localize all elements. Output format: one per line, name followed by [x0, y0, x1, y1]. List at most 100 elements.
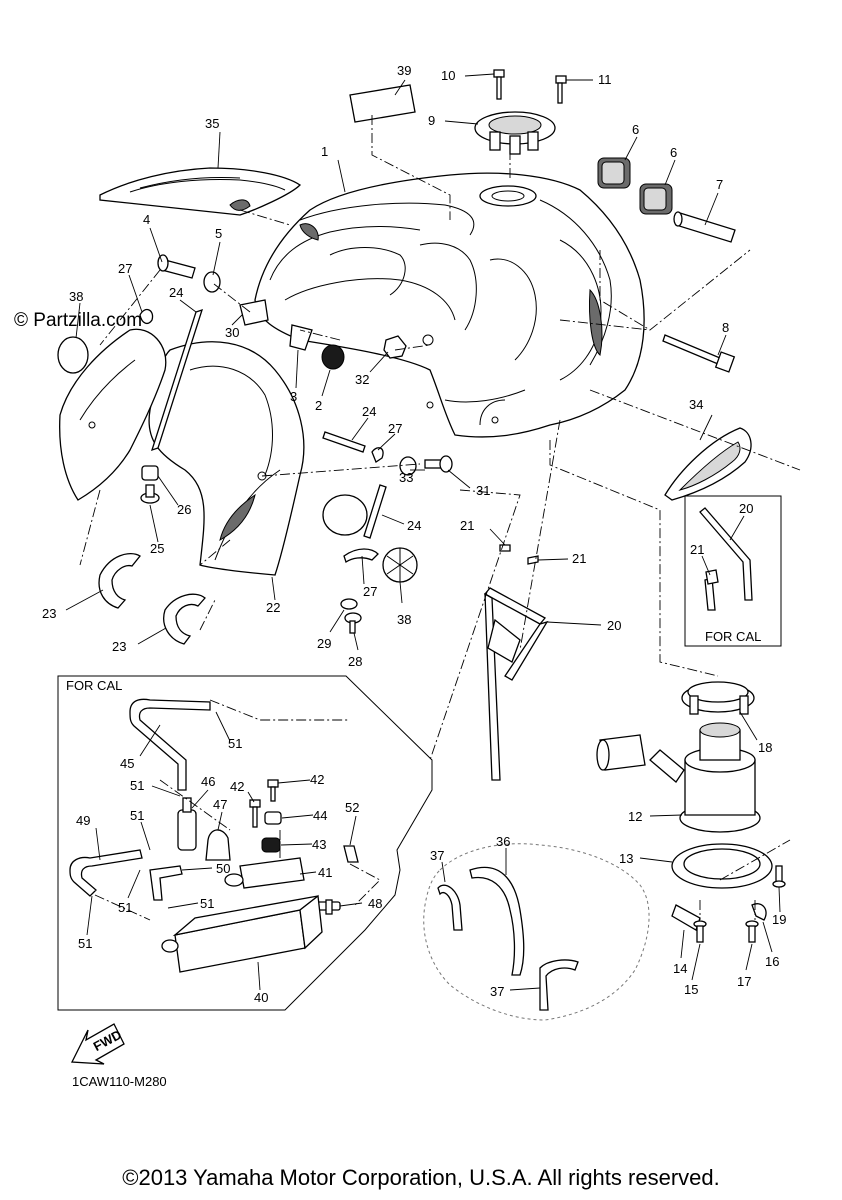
- callout-42b: 42: [310, 772, 324, 787]
- for-cal-box-hose: [684, 495, 782, 647]
- washer-5: [203, 271, 221, 293]
- callout-18: 18: [758, 740, 772, 755]
- bracket-3: [289, 324, 313, 351]
- callout-20b: 20: [739, 501, 753, 516]
- callout-36: 36: [496, 834, 510, 849]
- callout-16: 16: [765, 954, 779, 969]
- callout-42a: 42: [230, 779, 244, 794]
- callout-6b: 6: [670, 145, 677, 160]
- callout-23b: 23: [112, 639, 126, 654]
- nut-32: [383, 335, 407, 359]
- bracket-14: [671, 904, 701, 931]
- screw-28: [344, 612, 362, 634]
- callout-20a: 20: [607, 618, 621, 633]
- callout-31: 31: [476, 483, 490, 498]
- strip-24c: [363, 484, 387, 539]
- callout-38b: 38: [397, 612, 411, 627]
- gasket-13: [671, 843, 773, 889]
- callout-37b: 37: [490, 984, 504, 999]
- callout-8: 8: [722, 320, 729, 335]
- callout-22: 22: [266, 600, 280, 615]
- bolt-42a: [249, 799, 261, 828]
- callout-27a: 27: [118, 261, 132, 276]
- collar-25: [140, 484, 160, 504]
- callout-49: 49: [76, 813, 90, 828]
- copyright-notice: ©2013 Yamaha Motor Corporation, U.S.A. A…: [122, 1165, 720, 1190]
- for-cal-label-hose: FOR CAL: [705, 629, 761, 644]
- callout-30: 30: [225, 325, 239, 340]
- callout-4: 4: [143, 212, 150, 227]
- grommet-43: [261, 837, 281, 853]
- callout-32: 32: [355, 372, 369, 387]
- callout-6a: 6: [632, 122, 639, 137]
- hose-45: [129, 698, 211, 791]
- callout-1: 1: [321, 144, 328, 159]
- bolt-11: [555, 75, 567, 104]
- callout-numbers: 1 2 3 4 5 6 6 7 8 9 10 11 12 13 14 15 16…: [42, 63, 786, 1005]
- callout-21c: 21: [690, 542, 704, 557]
- grommet-26: [141, 465, 159, 481]
- callout-51b: 51: [130, 778, 144, 793]
- callout-17: 17: [737, 974, 751, 989]
- callout-34: 34: [689, 397, 703, 412]
- fwd-arrow: FWD: [70, 1023, 125, 1065]
- screw-15: [693, 920, 707, 943]
- collar-7: [673, 211, 736, 243]
- cushion-23b: [163, 593, 206, 645]
- callout-5: 5: [215, 226, 222, 241]
- fuel-tank: [254, 172, 645, 438]
- callout-44: 44: [313, 808, 327, 823]
- callout-28: 28: [348, 654, 362, 669]
- callout-13: 13: [619, 851, 633, 866]
- callout-51e: 51: [200, 896, 214, 911]
- emblem-38-right: [382, 547, 418, 583]
- bolt-31: [424, 455, 453, 473]
- callout-51a: 51: [228, 736, 242, 751]
- callout-29: 29: [317, 636, 331, 651]
- callout-23a: 23: [42, 606, 56, 621]
- callout-50: 50: [216, 861, 230, 876]
- tube-52: [343, 845, 359, 863]
- canister-40: [161, 894, 323, 973]
- tank-pad: [99, 167, 302, 216]
- damper-2: [321, 344, 345, 370]
- hose-20: [483, 587, 549, 781]
- callout-33: 33: [399, 470, 413, 485]
- for-cal-box-evap: [57, 675, 433, 1011]
- hose-20-cal: [699, 507, 753, 611]
- callout-47: 47: [213, 797, 227, 812]
- reference-lines: [79, 115, 801, 921]
- callout-24a: 24: [169, 285, 183, 300]
- valve-46: [177, 797, 197, 851]
- diagram-reference-code: 1CAW110-M280: [72, 1074, 167, 1089]
- callout-41: 41: [318, 865, 332, 880]
- clip-27c: [343, 548, 379, 564]
- tank-side-cover: [148, 341, 368, 576]
- bolt-42b: [267, 779, 279, 802]
- for-cal-label-evap: FOR CAL: [66, 678, 122, 693]
- hose-49: [69, 849, 143, 897]
- callout-40: 40: [254, 990, 268, 1005]
- bracket-47: [205, 829, 231, 861]
- leader-lines: [65, 73, 781, 991]
- left-side-panel: [59, 328, 167, 501]
- callout-48: 48: [368, 896, 382, 911]
- fuel-pump-12: [596, 722, 761, 833]
- hose-50: [149, 865, 183, 901]
- cushion-23a: [98, 552, 141, 609]
- fuel-cap: [474, 111, 556, 155]
- clip-27a: [139, 308, 154, 325]
- washer-33: [399, 456, 417, 476]
- callout-43: 43: [312, 837, 326, 852]
- bracket-30: [239, 299, 269, 326]
- callout-24c: 24: [407, 518, 421, 533]
- callout-21b: 21: [572, 551, 586, 566]
- callout-26: 26: [177, 502, 191, 517]
- callout-24b: 24: [362, 404, 376, 419]
- washer-29: [340, 598, 358, 610]
- emblem-38-left: [57, 336, 89, 374]
- callout-46: 46: [201, 774, 215, 789]
- callout-9: 9: [428, 113, 435, 128]
- callout-25: 25: [150, 541, 164, 556]
